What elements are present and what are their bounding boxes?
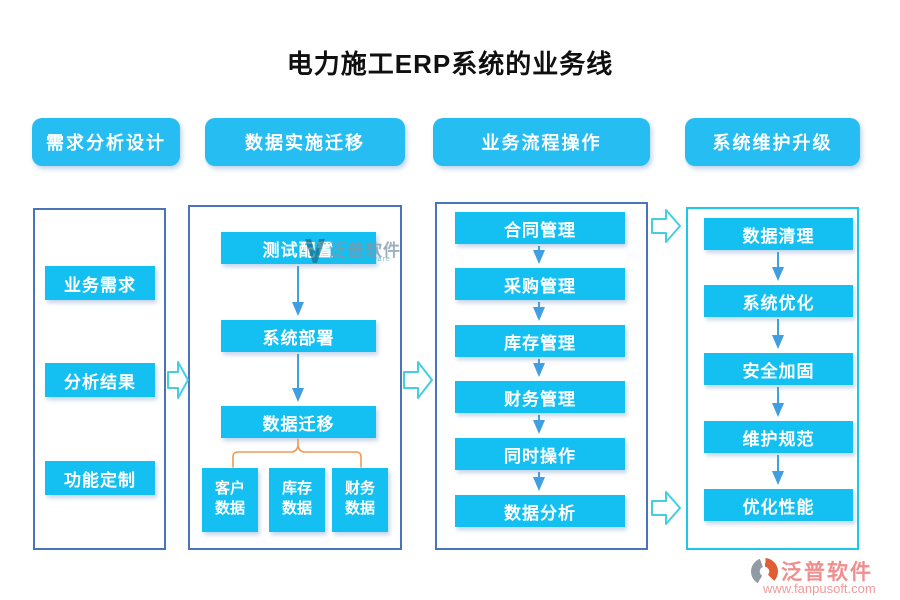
block-arrow-col3-col4-top [651,209,681,243]
footer-watermark: 泛普软件 www.fanpusoft.com [745,552,895,597]
inline-watermark-subtitle: fanpu software [331,256,391,263]
inline-watermark-brand: 泛普软件 [329,241,401,260]
node-system-optimization: 系统优化 [704,285,853,317]
header-business-process: 业务流程操作 [433,118,650,166]
header-system-maintenance: 系统维护升级 [685,118,860,166]
node-inventory-management: 库存管理 [455,325,625,357]
node-simultaneous-operation: 同时操作 [455,438,625,470]
node-business-requirements: 业务需求 [45,266,155,300]
inline-watermark: 泛普软件 fanpu software [305,236,405,270]
node-maintenance-standards: 维护规范 [704,421,853,453]
node-finance-management: 财务管理 [455,381,625,413]
node-system-deployment: 系统部署 [221,320,376,352]
header-data-migration: 数据实施迁移 [205,118,405,166]
node-contract-management: 合同管理 [455,212,625,244]
block-arrow-col1-col2 [167,361,189,399]
node-customer-data: 客户数据 [202,468,258,532]
node-feature-customization: 功能定制 [45,461,155,495]
header-requirements-analysis: 需求分析设计 [32,118,180,166]
node-finance-data: 财务数据 [332,468,388,532]
node-performance-optimization: 优化性能 [704,489,853,521]
node-procurement-management: 采购管理 [455,268,625,300]
page-title: 电力施工ERP系统的业务线 [286,49,614,79]
footer-brand: 泛普软件 [781,561,873,584]
block-arrow-col2-col3 [403,361,433,399]
node-security-hardening: 安全加固 [704,353,853,385]
node-data-cleanup: 数据清理 [704,218,853,250]
footer-url: www.fanpusoft.com [763,581,876,596]
fanpu-logo-icon [751,558,778,585]
fanpu-v-logo-icon [305,239,325,263]
node-data-migration: 数据迁移 [221,406,376,438]
block-arrow-col3-col4-bottom [651,491,681,525]
node-inventory-data: 库存数据 [269,468,325,532]
node-analysis-results: 分析结果 [45,363,155,397]
node-data-analysis: 数据分析 [455,495,625,527]
